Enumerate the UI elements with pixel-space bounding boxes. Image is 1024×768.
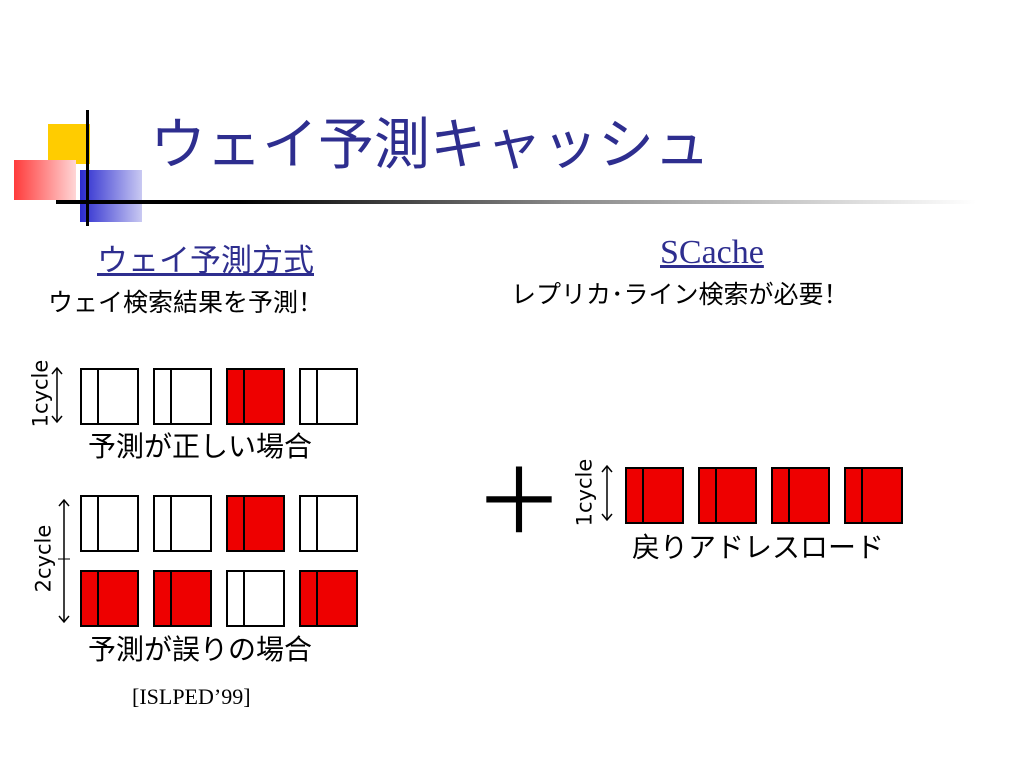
way-block-red	[844, 467, 903, 524]
way-block-red	[299, 570, 358, 627]
way-block-white	[299, 495, 358, 552]
scache-heading: SCache	[660, 234, 764, 271]
way-block-red	[625, 467, 684, 524]
cycle-arrow-2	[54, 497, 74, 625]
way-prediction-heading: ウェイ予測方式	[97, 243, 314, 279]
title-decoration-blue	[80, 170, 142, 222]
way-block-white	[153, 368, 212, 425]
way-block-white	[226, 570, 285, 627]
scache-subheading: レプリカ･ライン検索が必要！	[511, 280, 849, 309]
way-block-red	[226, 495, 285, 552]
way-block-white	[80, 368, 139, 425]
plus-sign: ＋	[474, 450, 564, 555]
way-block-white	[153, 495, 212, 552]
correct-prediction-caption: 予測が正しい場合	[88, 430, 313, 463]
double-arrow-icon	[58, 498, 70, 624]
way-block-white	[299, 368, 358, 425]
way-block-white	[80, 495, 139, 552]
way-prediction-subheading: ウェイ検索結果を予測！	[48, 288, 324, 317]
citation: [ISLPED’99]	[132, 684, 251, 709]
cycle-arrow-1	[47, 365, 67, 425]
cycle-label-1: 1cycle	[28, 359, 53, 428]
title-decoration-yellow	[48, 124, 90, 164]
double-arrow-icon	[601, 464, 613, 522]
wrong-prediction-caption: 予測が誤りの場合	[88, 633, 313, 666]
scache-caption: 戻りアドレスロード	[632, 531, 885, 564]
way-block-red	[698, 467, 757, 524]
way-block-red	[226, 368, 285, 425]
cycle-arrow-scache	[597, 463, 617, 523]
way-block-red	[771, 467, 830, 524]
cycle-label-scache: 1cycle	[572, 458, 597, 527]
title-decoration-red	[14, 160, 76, 200]
way-block-red	[153, 570, 212, 627]
cycle-label-2: 2cycle	[31, 524, 56, 593]
double-arrow-icon	[51, 366, 63, 424]
way-block-red	[80, 570, 139, 627]
title-underline	[56, 200, 976, 204]
title-decoration-line	[86, 110, 89, 226]
slide-title: ウェイ予測キャッシュ	[150, 113, 710, 178]
